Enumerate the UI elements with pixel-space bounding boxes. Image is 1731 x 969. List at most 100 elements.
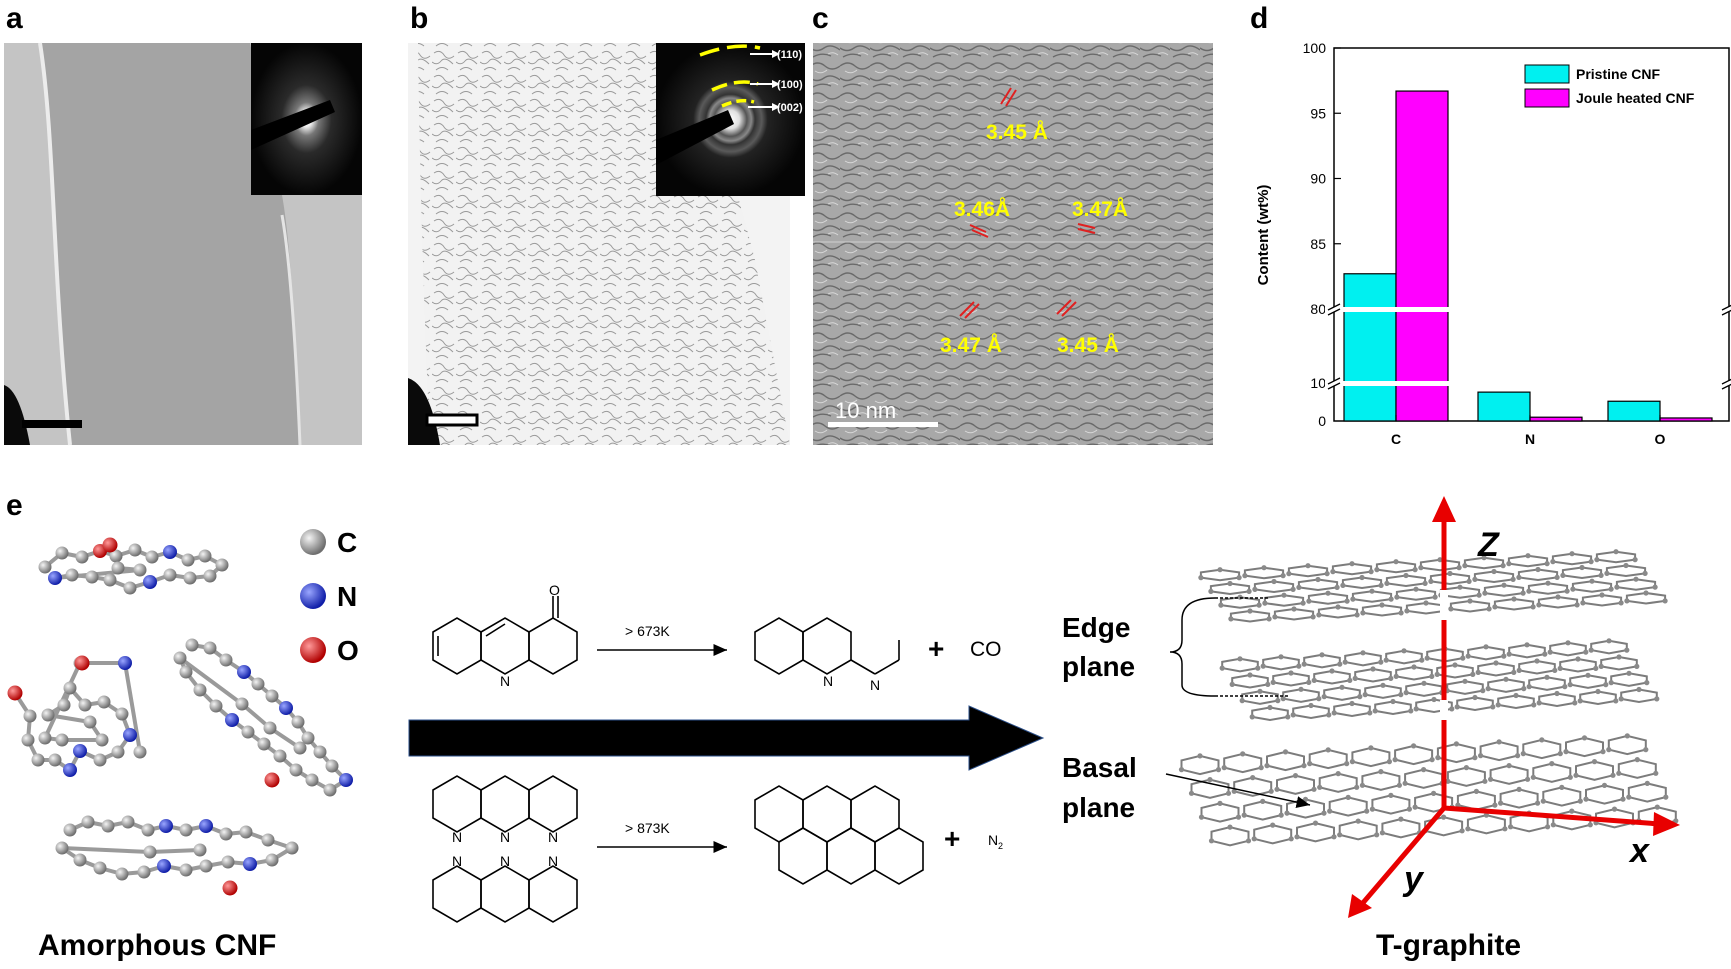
carbon-atom-icon — [1598, 572, 1604, 579]
reaction2-n4: N — [452, 853, 462, 869]
hex-ring — [1375, 560, 1417, 574]
carbon-atom-icon — [1401, 648, 1407, 654]
hex-ring — [1307, 592, 1349, 605]
carbon-atom-icon — [265, 689, 279, 703]
carbon-atom-icon — [1550, 822, 1556, 828]
reaction1-imine-nitrogen: N — [870, 677, 880, 693]
hex-ring — [1538, 692, 1576, 708]
carbon-atom-icon — [1606, 638, 1612, 644]
carbon-atom-icon — [1267, 704, 1273, 711]
carbon-atom-icon — [93, 861, 107, 875]
hex-ring — [1266, 750, 1305, 772]
reaction1-oxygen: O — [549, 582, 560, 598]
scale-bar-a — [22, 420, 82, 428]
reaction2-reactant-structure-1 — [432, 775, 578, 833]
hex-ring — [1253, 580, 1295, 594]
carbon-atom-icon — [1388, 675, 1394, 682]
carbon-atom-icon — [1398, 610, 1404, 616]
carbon-atom-icon — [1500, 563, 1506, 569]
carbon-atom-icon — [1229, 681, 1235, 688]
hex-ring — [1561, 566, 1603, 580]
carbon-atom-icon — [1383, 657, 1389, 663]
carbon-atom-icon — [1344, 761, 1350, 767]
hex-ring — [1414, 792, 1454, 813]
nitrogen-atom-icon — [123, 728, 137, 742]
carbon-atom-icon — [1319, 652, 1325, 658]
carbon-atom-icon — [1599, 592, 1605, 598]
carbon-atom-icon — [57, 698, 71, 712]
z-axis-gap-2 — [1440, 700, 1448, 720]
carbon-atom-icon — [1520, 590, 1526, 596]
hex-ring — [1241, 690, 1279, 705]
hrtem-image-c — [813, 43, 1213, 445]
hex-ring — [1565, 736, 1604, 758]
carbon-atom-icon — [1188, 790, 1195, 796]
carbon-atom-icon — [137, 865, 151, 879]
legend-swatch-pristine — [1524, 64, 1570, 84]
carbon-atom-icon — [143, 845, 157, 859]
carbon-atom-icon — [1264, 763, 1270, 769]
carbon-atom-icon — [48, 753, 62, 767]
carbon-atom-icon — [1292, 773, 1299, 779]
carbon-atom-icon — [1291, 606, 1297, 612]
carbon-atom-icon — [313, 745, 327, 759]
carbon-atom-icon — [1392, 757, 1398, 763]
carbon-atom-icon — [1488, 776, 1494, 782]
carbon-atom-icon — [1296, 584, 1302, 591]
hex-ring — [1446, 680, 1484, 695]
carbon-atom-icon — [1432, 594, 1438, 600]
panel-label-a: a — [6, 2, 23, 35]
carbon-atom-icon — [1530, 604, 1536, 610]
ring-arc-100 — [711, 80, 759, 92]
hex-ring — [1209, 582, 1251, 596]
carbon-atom-icon — [261, 833, 275, 847]
bar-o-joule — [1659, 417, 1713, 422]
hex-ring — [1429, 572, 1471, 586]
hex-ring — [1625, 591, 1667, 605]
carbon-atom-icon — [1275, 698, 1281, 704]
carbon-atom-icon — [1288, 670, 1294, 676]
hex-ring — [1243, 566, 1285, 580]
carbon-atom-icon — [1388, 596, 1394, 602]
edge-plane-label-2: plane — [1062, 651, 1135, 682]
carbon-atom-icon — [1501, 582, 1507, 588]
carbon-atom-icon — [1493, 660, 1499, 666]
hex-ring — [1419, 558, 1461, 572]
reaction1-reactant-structure — [432, 596, 578, 675]
bar-n-joule — [1529, 416, 1583, 422]
carbon-atom-icon — [1653, 770, 1659, 776]
carbon-atom-icon — [141, 823, 155, 837]
molecule-2 — [7, 655, 147, 777]
carbon-atom-icon — [1301, 661, 1307, 667]
carbon-atom-icon — [1315, 576, 1321, 583]
carbon-atom-icon — [1624, 733, 1630, 739]
carbon-atom-icon — [1654, 696, 1660, 702]
carbon-atom-icon — [1465, 826, 1471, 832]
hex-ring — [1537, 595, 1579, 609]
carbon-atom-icon — [1483, 644, 1489, 650]
carbon-atom-icon — [83, 715, 97, 729]
hex-ring — [1297, 578, 1339, 592]
reaction1-product-nitrogen: N — [823, 673, 833, 689]
carbon-atom-icon — [1485, 686, 1491, 692]
carbon-atom-icon — [1247, 672, 1253, 678]
carbon-atom-icon — [1581, 735, 1588, 741]
carbon-atom-icon — [75, 550, 89, 564]
reaction1-nitrogen: N — [500, 673, 510, 689]
carbon-atom-icon — [1325, 590, 1331, 596]
axis-break-marks — [1327, 303, 1731, 390]
carbon-atom-icon — [1524, 642, 1530, 648]
legend-label-c: C — [337, 527, 357, 558]
carbon-atom-icon — [1466, 578, 1472, 585]
carbon-atom-icon — [133, 745, 147, 759]
legend-label-n: N — [337, 581, 357, 612]
carbon-atom-icon — [1335, 604, 1341, 610]
carbon-atom-icon — [1643, 590, 1649, 596]
legend-swatch-joule — [1524, 88, 1570, 108]
carbon-atom-icon — [1354, 784, 1360, 790]
carbon-atom-icon — [1402, 780, 1408, 786]
carbon-atom-icon — [1594, 557, 1600, 563]
carbon-atom-icon — [1217, 800, 1223, 807]
carbon-atom-icon — [1337, 832, 1343, 838]
